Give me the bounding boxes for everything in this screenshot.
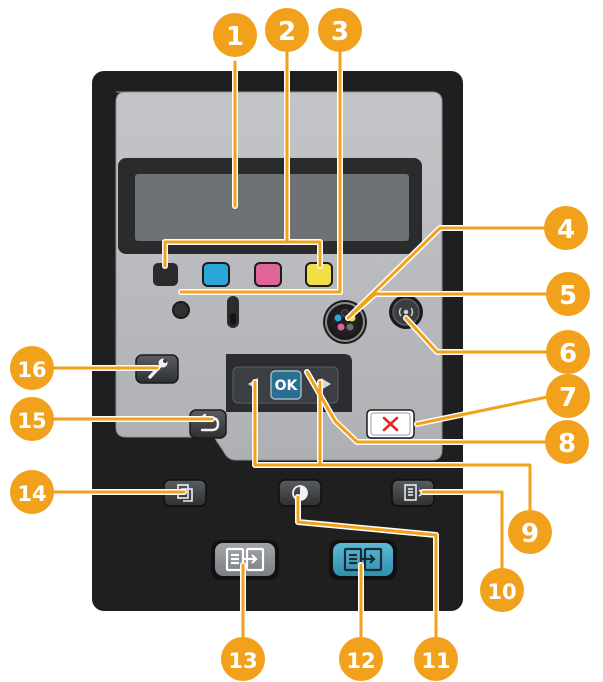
callout-16: 16 [10, 346, 54, 390]
svg-text:14: 14 [17, 482, 46, 506]
lighter-darker-button[interactable] [278, 479, 322, 507]
svg-text:8: 8 [558, 429, 576, 459]
svg-text:9: 9 [521, 519, 539, 549]
svg-text:7: 7 [559, 383, 577, 413]
callout-6: 6 [546, 330, 590, 374]
callout-12: 12 [339, 637, 383, 681]
svg-text:4: 4 [557, 215, 575, 245]
start-color-copy-button[interactable] [329, 540, 397, 580]
callout-13: 13 [221, 637, 265, 681]
callout-15: 15 [10, 397, 54, 441]
svg-text:5: 5 [559, 281, 577, 311]
start-copy-icon [343, 547, 383, 572]
start-black-copy-button[interactable] [211, 540, 279, 580]
wireless-icon [398, 307, 414, 317]
svg-text:12: 12 [346, 649, 375, 673]
svg-text:15: 15 [17, 409, 46, 433]
callout-8: 8 [545, 420, 589, 464]
callout-3: 3 [318, 8, 362, 52]
callout-1: 1 [213, 13, 257, 57]
svg-text:3: 3 [331, 17, 349, 47]
callout-5: 5 [546, 272, 590, 316]
wireless-button[interactable] [389, 295, 423, 329]
magenta-cartridge-light [254, 262, 282, 287]
right-arrow-button[interactable] [321, 378, 331, 390]
attention-light [172, 301, 190, 319]
svg-text:6: 6 [559, 339, 577, 369]
svg-text:11: 11 [421, 649, 450, 673]
cyan-cartridge-light [202, 262, 230, 287]
right-arrow-icon [321, 378, 331, 390]
cancel-button[interactable] [366, 409, 415, 439]
callout-4: 4 [544, 206, 588, 250]
callout-14: 14 [10, 470, 54, 514]
back-button[interactable] [189, 409, 227, 439]
black-cartridge-light [153, 263, 178, 286]
ok-label: OK [275, 378, 299, 394]
svg-text:16: 16 [17, 358, 46, 382]
svg-text:1: 1 [226, 22, 244, 52]
leader-lines-core [36, 46, 554, 650]
svg-text:13: 13 [228, 649, 257, 673]
svg-text:2: 2 [278, 17, 296, 47]
callout-10: 10 [480, 568, 524, 612]
callout-2: 2 [265, 8, 309, 52]
callout-11: 11 [414, 637, 458, 681]
x-icon [382, 416, 399, 432]
lcd-display [135, 174, 409, 241]
callout-9: 9 [508, 510, 552, 554]
start-copy-icon [225, 547, 265, 572]
callout-7: 7 [546, 374, 590, 418]
svg-text:10: 10 [487, 580, 516, 604]
ok-button[interactable]: OK [270, 370, 302, 400]
